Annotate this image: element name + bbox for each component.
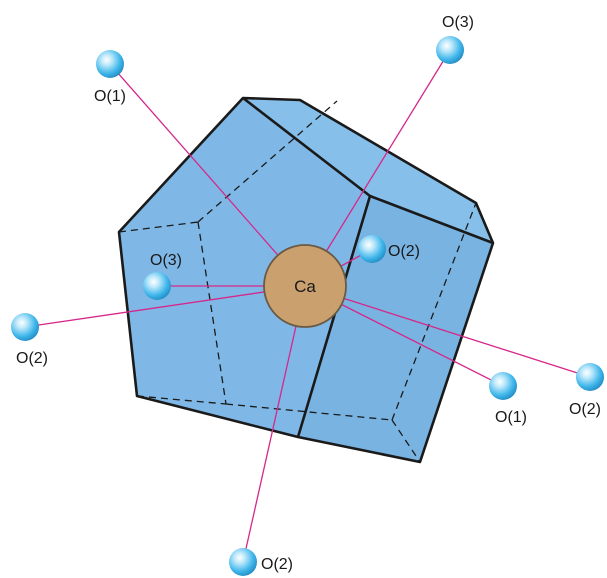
oxygen-atom-o1-top-left: [96, 50, 124, 78]
polyhedron-face-top: [243, 98, 493, 243]
ligand-labels: O(1) O(3) O(3) O(2) O(2) O(1) O(2) O(2): [16, 14, 601, 573]
polyhedron-face-left: [119, 98, 370, 437]
polyhedron-face-right: [298, 196, 493, 462]
label-o2-inner-right: O(2): [388, 243, 420, 260]
oxygen-atom-o2-left: [11, 313, 39, 341]
label-o2-bottom: O(2): [261, 556, 293, 573]
oxygen-atom-o2-far-right: [576, 363, 604, 391]
label-o2-left: O(2): [16, 350, 48, 367]
label-o1-lower-right: O(1): [495, 409, 527, 426]
oxygen-atom-o3-inner: [143, 272, 171, 300]
polyhedron: [117, 96, 495, 464]
oxygen-atom-o1-lower-right: [489, 372, 517, 400]
bond-o2-bottom: [242, 285, 306, 563]
bond-o3-top-right: [304, 49, 451, 287]
central-atom-label: Ca: [294, 277, 316, 296]
polyhedron-front-edges: [117, 96, 495, 464]
label-o3-top-right: O(3): [442, 14, 474, 31]
oxygen-atom-o2-bottom: [229, 548, 257, 576]
oxygen-atom-o2-inner-right: [358, 235, 386, 263]
bonds: [24, 49, 591, 563]
polyhedron-hidden-edges: [118, 100, 477, 463]
ligand-atoms: [11, 36, 604, 576]
label-o1-top-left: O(1): [94, 88, 126, 105]
bond-o1-top-left: [109, 63, 306, 287]
label-o2-far-right: O(2): [569, 401, 601, 418]
central-atom-sphere: [263, 244, 347, 328]
bond-o2-left: [24, 285, 306, 328]
label-o3-inner: O(3): [150, 252, 182, 269]
central-atom: Ca: [263, 244, 347, 328]
oxygen-atom-o3-top-right: [436, 36, 464, 64]
bond-o2-far-right: [304, 285, 591, 378]
